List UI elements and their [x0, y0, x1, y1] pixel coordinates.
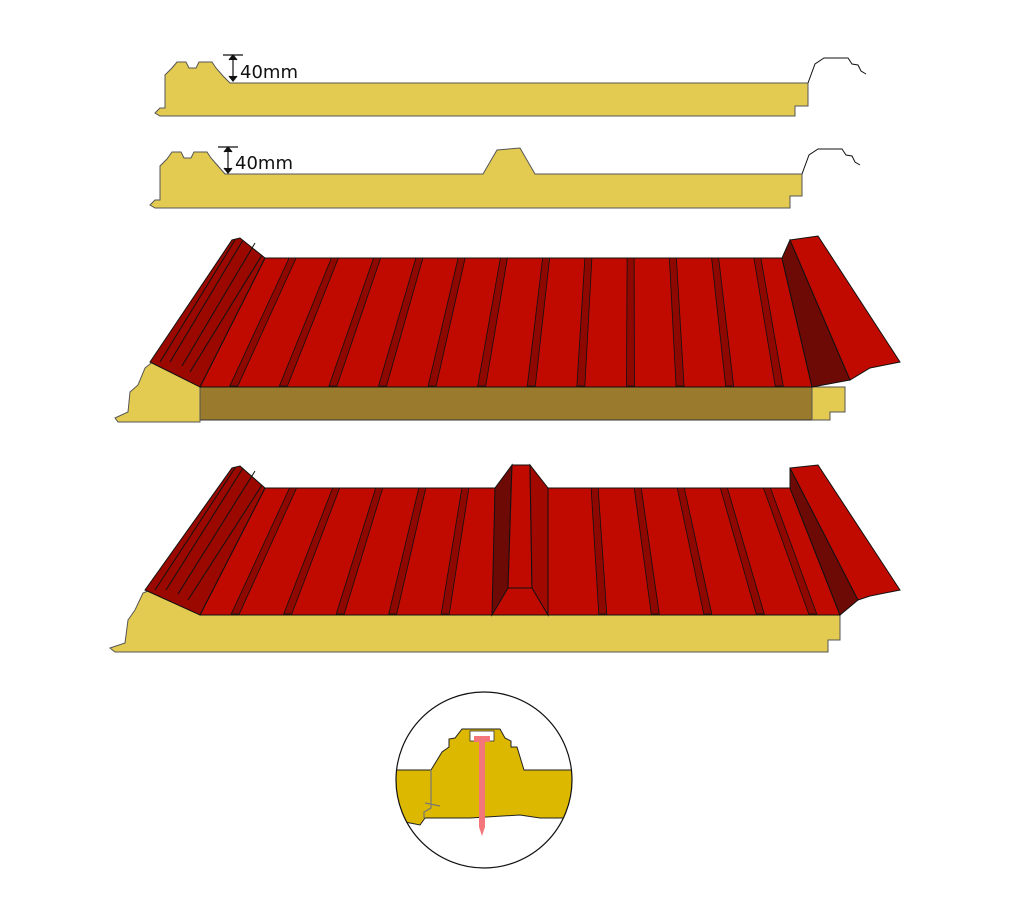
rib — [378, 257, 424, 387]
thickness-label: 40mm — [240, 62, 298, 83]
panel-side-face — [199, 386, 813, 421]
rib — [753, 257, 784, 387]
rib — [719, 487, 765, 615]
detail-joint-line — [423, 770, 441, 818]
flat-profile-overlap — [807, 57, 867, 84]
rib — [229, 257, 297, 387]
rib — [335, 487, 384, 615]
rib — [388, 487, 427, 615]
right-edge-lip — [789, 464, 901, 601]
screw-icon — [474, 736, 490, 836]
dimension-arrow — [223, 54, 243, 82]
ridged-panel-profile: 40mm — [149, 146, 861, 209]
rib — [328, 257, 382, 387]
dimension-arrow — [218, 146, 238, 174]
center-ridge-right — [529, 463, 549, 617]
rib — [576, 257, 593, 387]
panel-right-end-foam — [811, 386, 846, 421]
rib — [278, 257, 339, 387]
rib — [590, 487, 608, 615]
rib — [230, 487, 298, 615]
ridged-profile-overlap — [801, 148, 861, 175]
rib — [668, 257, 685, 387]
rib — [676, 487, 713, 615]
rib-group — [229, 257, 784, 387]
flat-panel-3d — [114, 235, 901, 423]
rib — [477, 257, 508, 387]
joint-detail — [395, 691, 573, 869]
rib — [762, 487, 818, 615]
left-edge-lines — [159, 239, 263, 373]
ridged-profile-foam — [149, 147, 803, 209]
flat-panel-profile: 40mm — [154, 54, 867, 117]
rib — [626, 257, 635, 387]
ridged-panel-3d — [108, 463, 901, 653]
center-ridge-top — [507, 464, 533, 589]
left-edge-lines — [154, 467, 263, 601]
rib — [526, 257, 551, 387]
flat-profile-foam — [154, 61, 809, 117]
rib — [633, 487, 660, 615]
detail-circle-outline — [395, 691, 573, 869]
right-edge-lip — [789, 235, 901, 381]
thickness-label: 40mm — [235, 153, 293, 174]
rib — [440, 487, 470, 615]
rib — [283, 487, 341, 615]
rib-group — [230, 487, 818, 615]
rib — [427, 257, 466, 387]
rib — [711, 257, 735, 387]
